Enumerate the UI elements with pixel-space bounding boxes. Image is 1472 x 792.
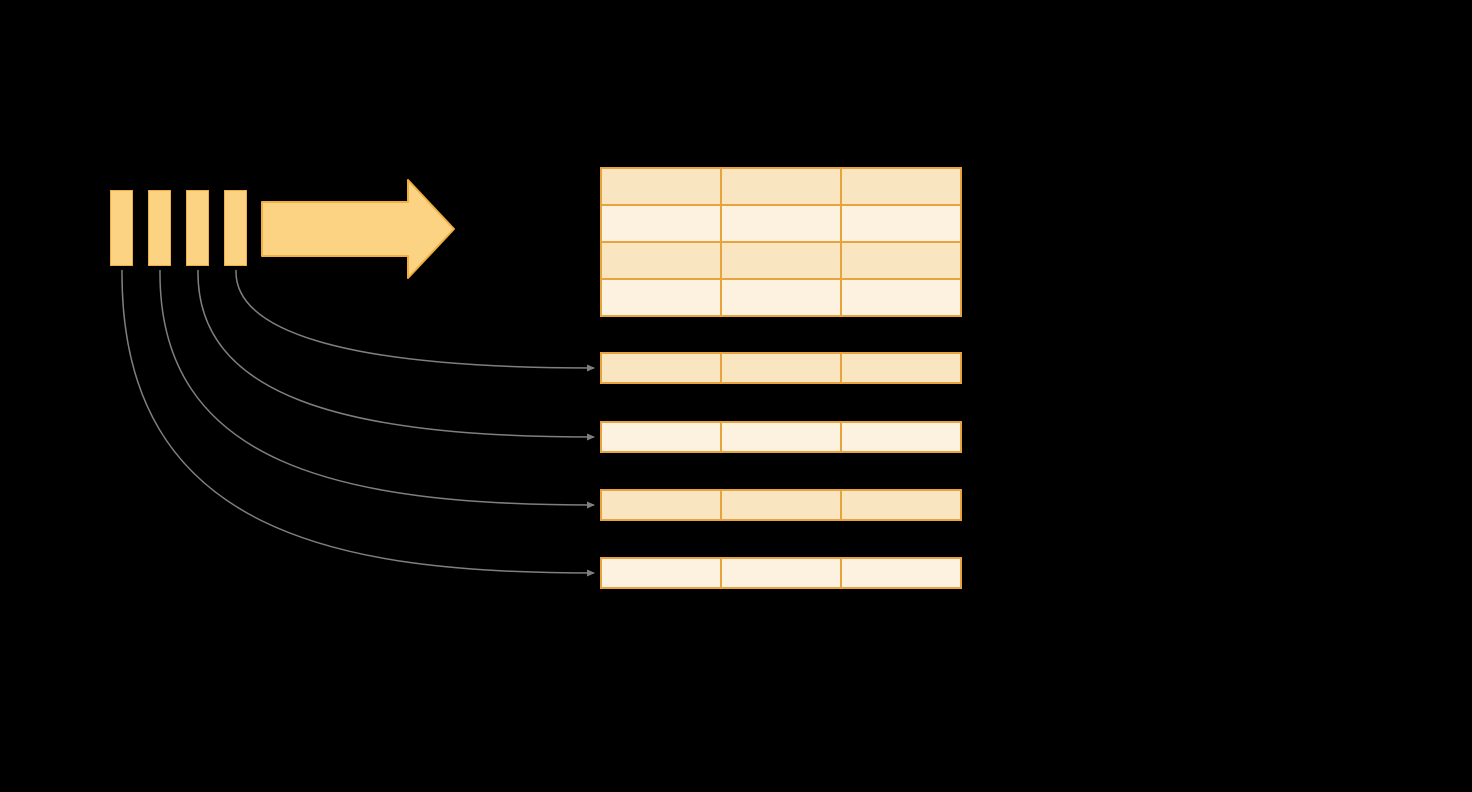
row-table-2 xyxy=(600,421,962,453)
row-table-cell xyxy=(841,422,961,452)
main-table-cell xyxy=(601,279,721,316)
flow-arrow-shape xyxy=(261,179,455,279)
row-table-cell xyxy=(601,422,721,452)
batch-bar xyxy=(186,190,209,266)
row-table-cell xyxy=(841,558,961,588)
main-table-cell xyxy=(841,205,961,242)
main-table xyxy=(600,167,962,317)
row-table-cell xyxy=(601,490,721,520)
row-table-3 xyxy=(600,489,962,521)
main-table-cell xyxy=(721,205,841,242)
row-table-1 xyxy=(600,352,962,384)
main-table-cell xyxy=(841,242,961,279)
row-table-cell xyxy=(721,490,841,520)
row-table-cell xyxy=(601,558,721,588)
main-table-cell xyxy=(721,168,841,205)
main-table-cell xyxy=(601,168,721,205)
connector-arrow-to-row-2 xyxy=(197,269,595,441)
batch-bar xyxy=(110,190,133,266)
main-table-cell xyxy=(841,279,961,316)
connector-arrow-to-row-3 xyxy=(159,269,595,509)
main-table-cell xyxy=(601,242,721,279)
batch-bar xyxy=(148,190,171,266)
row-table-cell xyxy=(721,558,841,588)
row-table-cell xyxy=(721,353,841,383)
row-table-4 xyxy=(600,557,962,589)
row-table-cell xyxy=(841,490,961,520)
main-table-cell xyxy=(841,168,961,205)
main-table-cell xyxy=(721,242,841,279)
row-table-cell xyxy=(601,353,721,383)
batch-bar xyxy=(224,190,247,266)
batch-bar-stack xyxy=(110,190,247,266)
flow-arrow xyxy=(261,179,455,279)
row-table-cell xyxy=(841,353,961,383)
main-table-cell xyxy=(721,279,841,316)
connector-arrow-to-row-4 xyxy=(121,269,595,577)
main-table-cell xyxy=(601,205,721,242)
connector-arrow-to-row-1 xyxy=(235,269,595,372)
row-table-cell xyxy=(721,422,841,452)
